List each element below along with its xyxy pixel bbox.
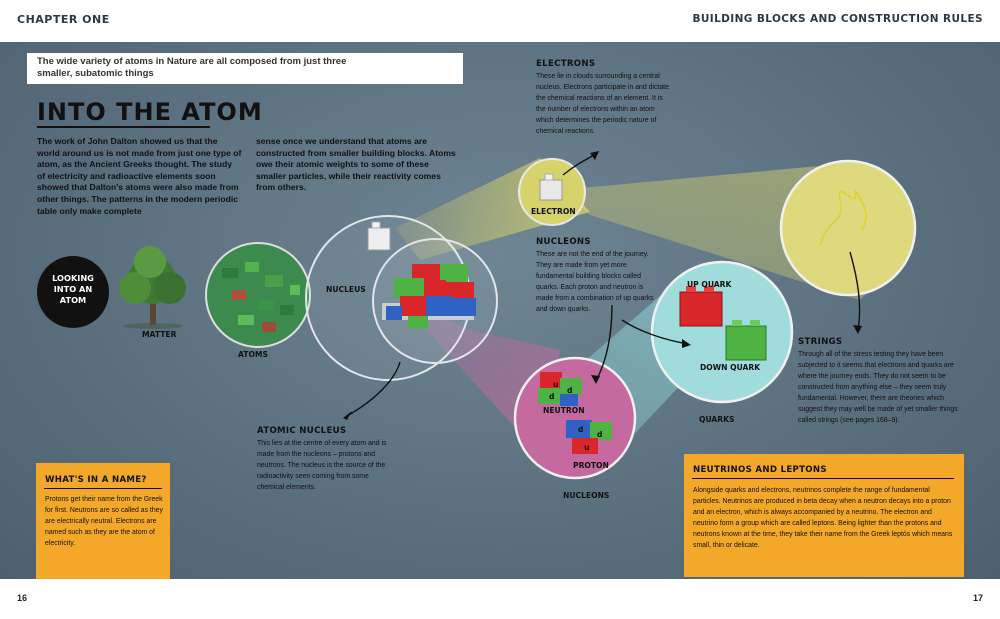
- proton-bricks: [566, 420, 612, 454]
- title-underline: [37, 126, 210, 128]
- label-nucleus: NUCLEUS: [326, 285, 366, 294]
- quark-letter-u-1: u: [553, 380, 559, 389]
- string-squiggle: [819, 189, 867, 246]
- body-column-1: The work of John Dalton showed us that t…: [37, 136, 242, 216]
- page-number-right: 17: [972, 593, 983, 603]
- neutrinos-text: Alongside quarks and electrons, neutrino…: [693, 487, 953, 549]
- name-box: [36, 463, 170, 579]
- intro-text: The wide variety of atoms in Nature are …: [37, 56, 347, 79]
- neutrinos-box: [684, 454, 964, 577]
- nucleons-circle: [513, 356, 637, 480]
- electrons-text: These lie in clouds surrounding a centra…: [536, 73, 669, 135]
- label-quarks: QUARKS: [699, 415, 735, 424]
- neutrinos-heading: NEUTRINOS AND LEPTONS: [693, 465, 827, 475]
- arrow-quarks: [621, 319, 689, 345]
- body-column-2: sense once we understand that atoms are …: [256, 136, 456, 193]
- label-up-quark: UP QUARK: [687, 280, 732, 289]
- white-brick-icon: [367, 221, 391, 251]
- tree-icon: [119, 246, 186, 329]
- nucleus-bricks: [382, 264, 476, 328]
- quark-letter-d-2: d: [567, 386, 573, 395]
- intro-box: [27, 53, 463, 84]
- quark-letter-d-4: d: [597, 430, 603, 439]
- page-header: CHAPTER ONE BUILDING BLOCKS AND CONSTRUC…: [0, 0, 1000, 42]
- label-neutron: NEUTRON: [543, 406, 585, 415]
- nucleons-heading: NUCLEONS: [536, 237, 591, 247]
- atom-diagram: [119, 151, 917, 480]
- label-matter: MATTER: [142, 330, 177, 339]
- name-box-text: Protons get their name from the Greek fo…: [45, 496, 163, 547]
- label-down-quark: DOWN QUARK: [700, 363, 761, 372]
- badge-line-3: ATOM: [59, 295, 87, 305]
- label-atoms: ATOMS: [238, 350, 268, 359]
- neutrinos-rule: [692, 478, 954, 479]
- looking-into-atom-badge: LOOKING INTO AN ATOM: [37, 256, 109, 328]
- atomic-nucleus-heading: ATOMIC NUCLEUS: [257, 426, 347, 436]
- page-title: INTO THE ATOM: [37, 98, 263, 126]
- section-title: BUILDING BLOCKS AND CONSTRUCTION RULES: [692, 13, 983, 25]
- electron-brick-icon: [539, 173, 563, 201]
- strings-heading: STRINGS: [798, 337, 843, 347]
- strings-circle: [779, 159, 917, 297]
- name-box-rule: [44, 488, 162, 489]
- quark-letter-d-1: d: [549, 392, 555, 401]
- page-footer: [0, 579, 1000, 619]
- neutron-bricks: [538, 372, 582, 406]
- arrow-strings: [849, 251, 861, 331]
- arrow-heads: [343, 151, 862, 420]
- nucleons-text: These are not the end of the journey. Th…: [536, 251, 654, 313]
- badge-line-1: LOOKING: [52, 273, 94, 283]
- up-quark-brick: [679, 286, 723, 327]
- label-nucleons: NUCLEONS: [563, 491, 610, 500]
- page-number-left: 16: [17, 593, 28, 603]
- badge-line-2: INTO AN: [53, 284, 93, 294]
- label-proton: PROTON: [573, 461, 609, 470]
- name-box-heading: WHAT'S IN A NAME?: [45, 475, 147, 485]
- quark-letter-u-2: u: [584, 443, 590, 452]
- strings-text: Through all of the stress testing they h…: [798, 351, 958, 424]
- atomic-nucleus-text: This lies at the centre of every atom an…: [257, 440, 387, 491]
- arrow-nucleons: [595, 304, 613, 382]
- arrow-nucleus: [346, 361, 401, 417]
- down-quark-brick: [725, 320, 767, 361]
- label-electron: ELECTRON: [531, 207, 576, 216]
- pointer-arrows: [346, 152, 861, 417]
- atoms-texture: [222, 262, 300, 332]
- electrons-heading: ELECTRONS: [536, 59, 596, 69]
- quark-letter-d-3: d: [578, 425, 584, 434]
- chapter-label: CHAPTER ONE: [17, 13, 110, 26]
